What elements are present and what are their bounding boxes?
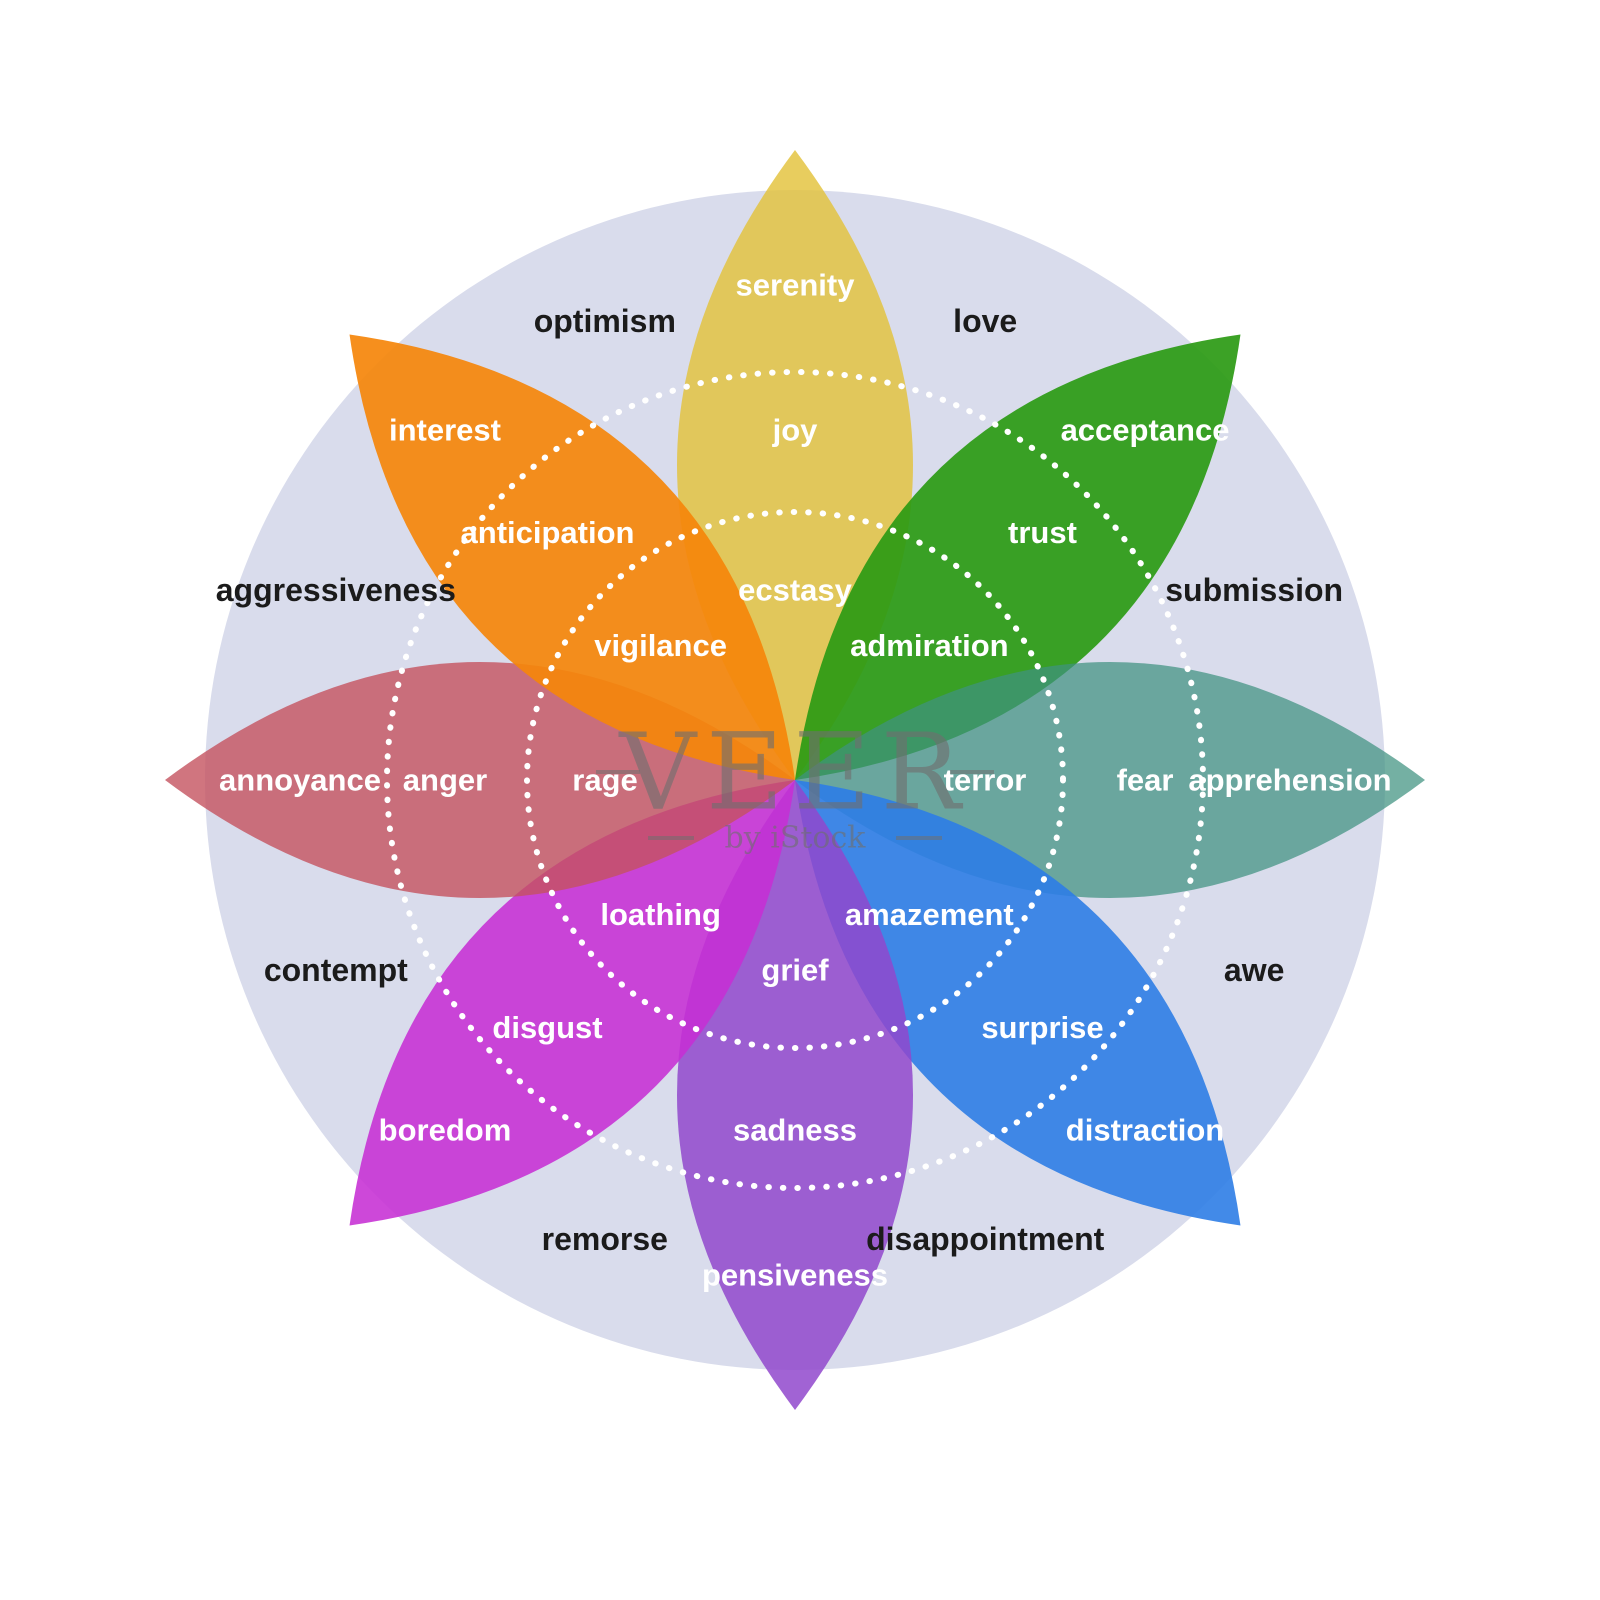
label-disgust: disgust [492, 1010, 602, 1045]
label-acceptance: acceptance [1061, 412, 1230, 447]
watermark-byline: by iStock [725, 821, 867, 856]
label-trust: trust [1008, 515, 1077, 550]
label-submission: submission [1165, 572, 1343, 608]
label-fear: fear [1117, 763, 1174, 798]
label-sadness: sadness [733, 1113, 857, 1148]
inner-intensity-ring [524, 509, 1066, 1051]
label-surprise: surprise [981, 1010, 1103, 1045]
label-vigilance: vigilance [594, 628, 727, 663]
petal-surprise [795, 780, 1241, 1226]
label-anger: anger [403, 763, 487, 798]
petal-anticipation [349, 334, 795, 780]
label-optimism: optimism [534, 303, 676, 339]
label-loathing: loathing [600, 897, 721, 932]
label-terror: terror [944, 763, 1027, 798]
label-grief: grief [761, 953, 829, 988]
label-awe: awe [1224, 952, 1284, 988]
label-pensiveness: pensiveness [702, 1258, 888, 1293]
label-joy: joy [772, 413, 819, 448]
label-interest: interest [389, 412, 501, 447]
label-ecstasy: ecstasy [738, 573, 853, 608]
watermark-brand: VEER [617, 711, 970, 834]
label-rage: rage [572, 763, 637, 798]
label-remorse: remorse [542, 1221, 668, 1257]
label-disappointment: disappointment [866, 1221, 1105, 1257]
label-aggressiveness: aggressiveness [216, 572, 456, 608]
label-annoyance: annoyance [219, 763, 381, 798]
label-serenity: serenity [736, 268, 856, 303]
label-boredom: boredom [379, 1113, 512, 1148]
label-distraction: distraction [1066, 1113, 1224, 1148]
label-admiration: admiration [850, 628, 1008, 663]
label-contempt: contempt [264, 952, 408, 988]
outer-intensity-ring [384, 369, 1206, 1191]
label-amazement: amazement [845, 897, 1014, 932]
petal-trust [795, 334, 1241, 780]
label-apprehension: apprehension [1188, 763, 1391, 798]
label-love: love [953, 303, 1017, 339]
label-anticipation: anticipation [461, 515, 635, 550]
petal-disgust [349, 780, 795, 1226]
